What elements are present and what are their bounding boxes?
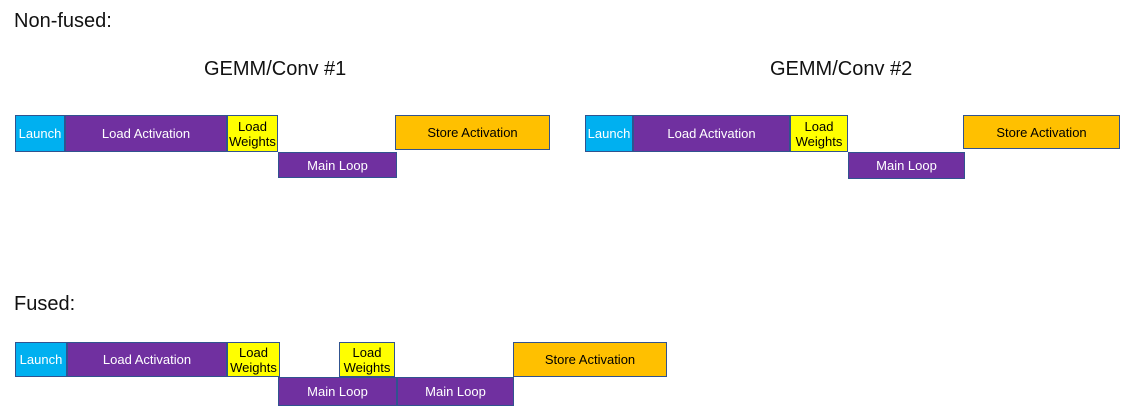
fused-load-weights-1-bar: Load Weights	[227, 342, 280, 377]
nonfused-gemm1-launch-bar: Launch	[15, 115, 65, 152]
fused-load-activation-bar: Load Activation	[67, 342, 227, 377]
nonfused-gemm1-main-loop-bar: Main Loop	[278, 152, 397, 178]
fused-launch-bar: Launch	[15, 342, 67, 377]
nonfused-gemm2-load-weights-bar: Load Weights	[790, 115, 848, 152]
nonfused-gemm2-launch-bar: Launch	[585, 115, 633, 152]
fused-load-weights-2-bar: Load Weights	[339, 342, 395, 377]
fused-main-loop-1-bar: Main Loop	[278, 377, 397, 406]
section-label-non-fused: Non-fused:	[14, 10, 112, 32]
chart-title-gemm-conv-2: GEMM/Conv #2	[770, 58, 913, 80]
nonfused-gemm2-main-loop-bar: Main Loop	[848, 152, 965, 179]
chart-title-gemm-conv-1: GEMM/Conv #1	[204, 58, 347, 80]
nonfused-gemm2-load-activation-bar: Load Activation	[633, 115, 790, 152]
fused-store-activation-bar: Store Activation	[513, 342, 667, 377]
section-label-fused: Fused:	[14, 293, 76, 315]
fused-main-loop-2-bar: Main Loop	[397, 377, 514, 406]
nonfused-gemm1-load-weights-bar: Load Weights	[227, 115, 278, 152]
nonfused-gemm1-store-activation-bar: Store Activation	[395, 115, 550, 150]
nonfused-gemm1-load-activation-bar: Load Activation	[65, 115, 227, 152]
nonfused-gemm2-store-activation-bar: Store Activation	[963, 115, 1120, 149]
